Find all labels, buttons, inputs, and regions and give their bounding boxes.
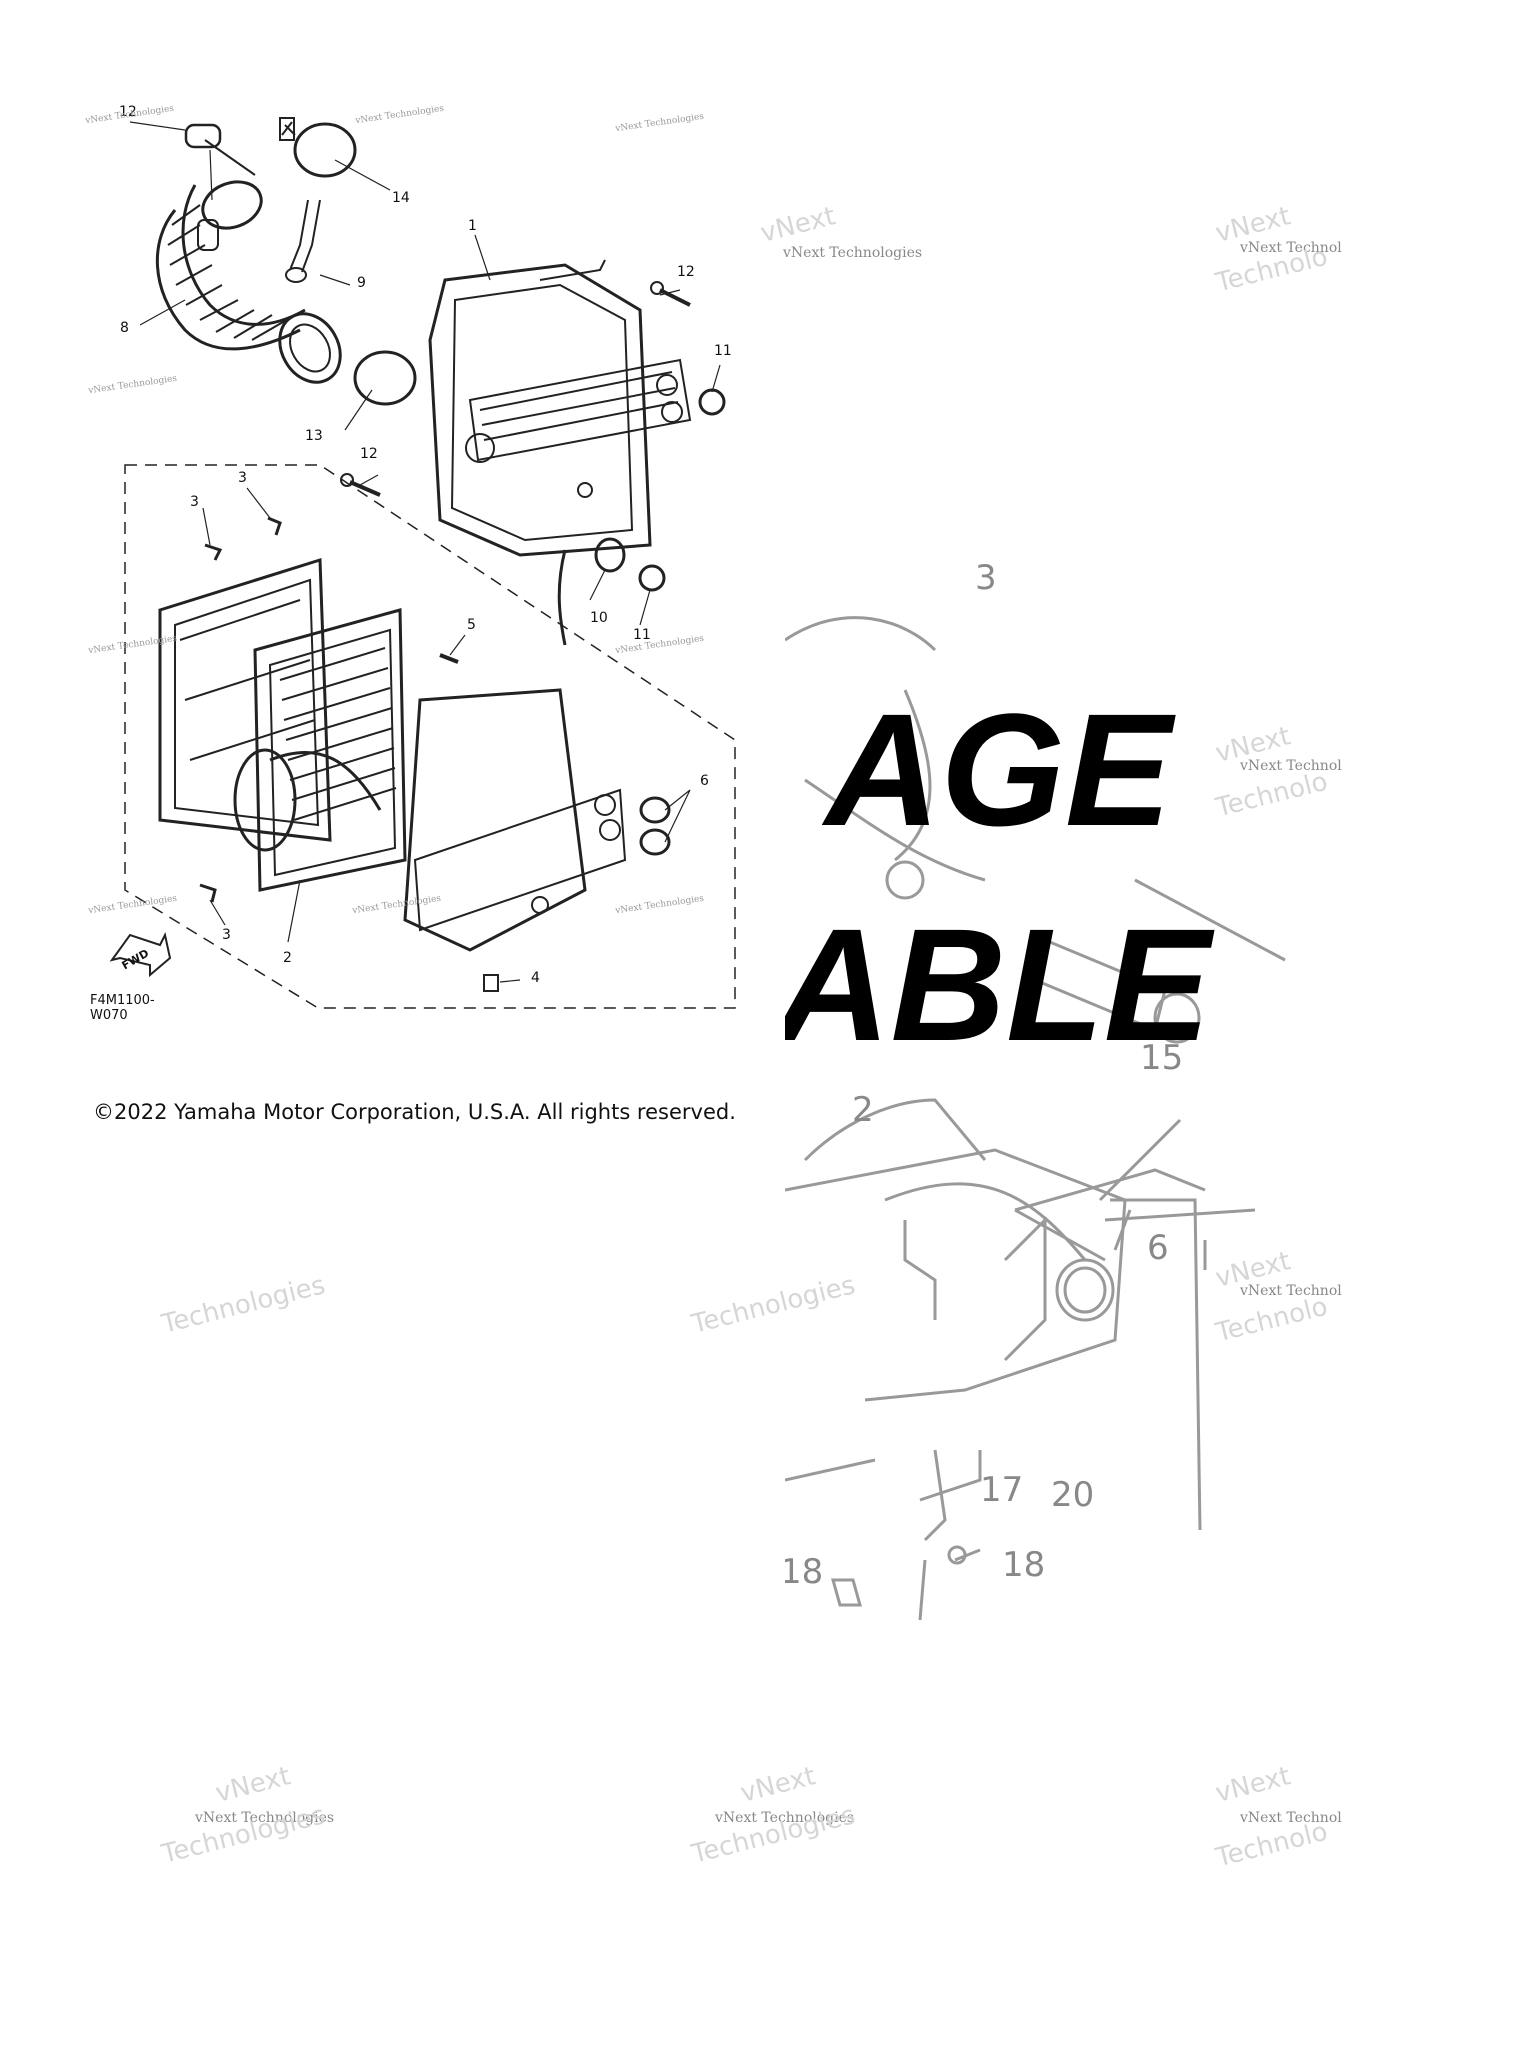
callout-leader-lines xyxy=(129,121,721,983)
callout-7: 8 xyxy=(120,320,129,336)
hose-clamp-part-13 xyxy=(353,350,417,406)
clip-part-3 xyxy=(199,516,282,903)
gray-callout-20: 20 xyxy=(1051,1475,1095,1515)
screw-part-12 xyxy=(340,281,691,497)
callout-11b: 11 xyxy=(633,627,651,643)
gray-callout-15: 15 xyxy=(1140,1038,1184,1078)
air-cleaner-element-part-2 xyxy=(233,608,407,892)
forward-arrow-icon xyxy=(109,932,172,978)
callout-4: 4 xyxy=(531,970,540,986)
gray-callout-18a: 18 xyxy=(785,1552,824,1592)
callout-14: 14 xyxy=(392,190,410,206)
gray-callout-18b: 18 xyxy=(1002,1545,1046,1585)
hose-clamp-part-14 xyxy=(279,117,357,178)
callout-12b: 12 xyxy=(360,446,378,462)
air-filter-case-lower xyxy=(158,557,332,842)
breather-hose-part-8 xyxy=(285,199,321,283)
unavailable-text-line1: AGE xyxy=(825,680,1172,859)
image-unavailable-overlay: AGE ABLE 3 15 2 6 17 20 18 18 xyxy=(785,560,1385,1660)
grommet-part-10 xyxy=(594,537,626,573)
intake-duct-part xyxy=(155,180,342,384)
callout-6: 6 xyxy=(700,773,709,789)
callout-2: 2 xyxy=(283,950,292,966)
callout-3a: 3 xyxy=(238,470,247,486)
copyright-notice: ©2022 Yamaha Motor Corporation, U.S.A. A… xyxy=(93,1100,736,1124)
drain-plug-part-4 xyxy=(483,974,499,992)
cable-tie-part-9 xyxy=(184,123,256,176)
air-filter-case-part-1 xyxy=(428,259,692,557)
callout-8: 9 xyxy=(357,275,366,291)
callout-12a: 12 xyxy=(677,264,695,280)
callout-13: 13 xyxy=(305,428,323,444)
callout-11a: 11 xyxy=(714,343,732,359)
gray-callout-3: 3 xyxy=(975,560,997,598)
callout-5: 5 xyxy=(467,617,476,633)
gray-callout-2: 2 xyxy=(852,1090,874,1130)
callout-1: 1 xyxy=(468,218,477,234)
grommet-part-6 xyxy=(639,796,671,856)
callout-10: 10 xyxy=(590,610,608,626)
gray-callout-17: 17 xyxy=(980,1470,1024,1510)
diagram-part-code: F4M1100-W070 xyxy=(90,993,155,1023)
air-filter-cover-lower xyxy=(403,688,627,952)
callout-3c: 3 xyxy=(222,927,231,943)
gray-callout-6: 6 xyxy=(1147,1228,1169,1268)
screw-part-5 xyxy=(439,653,459,664)
washer-part-11b xyxy=(638,564,666,592)
sub-assembly-dashed-box xyxy=(124,464,736,1009)
washer-part-11 xyxy=(698,388,726,416)
callout-3b: 3 xyxy=(190,494,199,510)
unavailable-text-line2: ABLE xyxy=(785,895,1211,1074)
callout-9: 12 xyxy=(119,104,137,120)
greyed-part-sketch xyxy=(785,616,1286,1621)
